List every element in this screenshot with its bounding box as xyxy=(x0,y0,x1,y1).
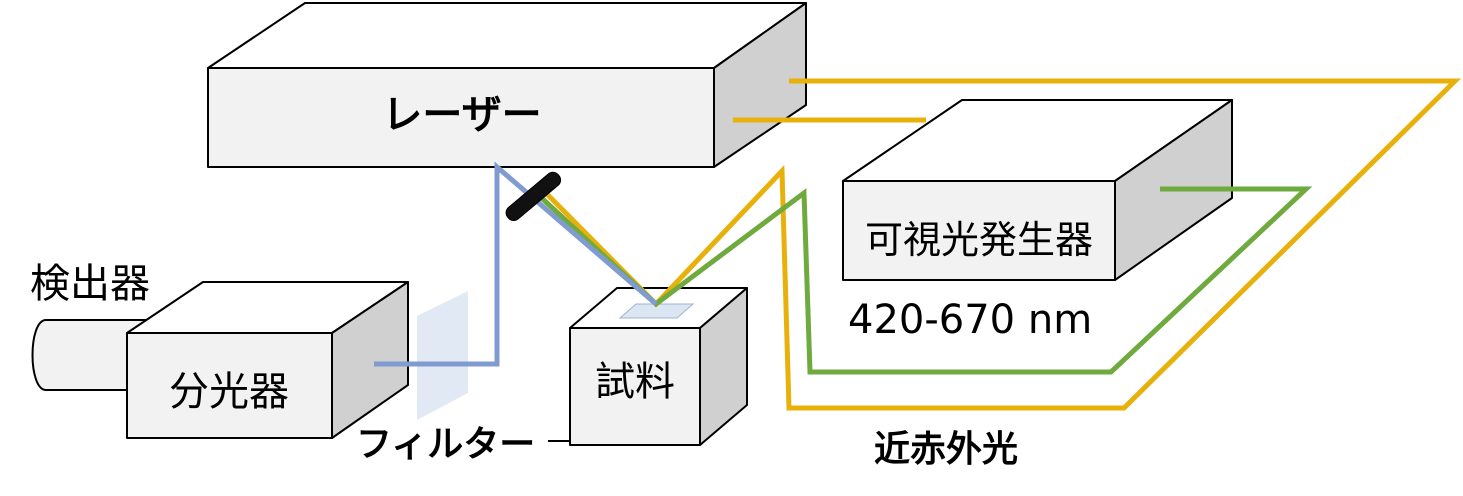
detector: 検出器 xyxy=(30,261,151,391)
detector-label: 検出器 xyxy=(30,261,150,307)
spectrometer-label: 分光器 xyxy=(169,369,289,415)
mirror xyxy=(505,171,562,221)
near-infrared-label: 近赤外光 xyxy=(874,429,1018,470)
filter-label: フィルター xyxy=(356,424,535,465)
wavelength-range-label: 420-670 nm xyxy=(848,297,1092,343)
scattered-beam xyxy=(374,161,658,367)
laser-label: レーザー xyxy=(382,92,541,138)
sample-label: 試料 xyxy=(595,359,675,405)
filter-plate xyxy=(417,291,468,420)
laser-box: レーザー xyxy=(207,2,807,168)
spectrometer-box: 分光器 xyxy=(126,281,409,439)
sample-slide xyxy=(618,303,695,319)
sample-box: 試料 xyxy=(569,287,748,446)
visible-generator-label: 可視光発生器 xyxy=(865,218,1093,262)
